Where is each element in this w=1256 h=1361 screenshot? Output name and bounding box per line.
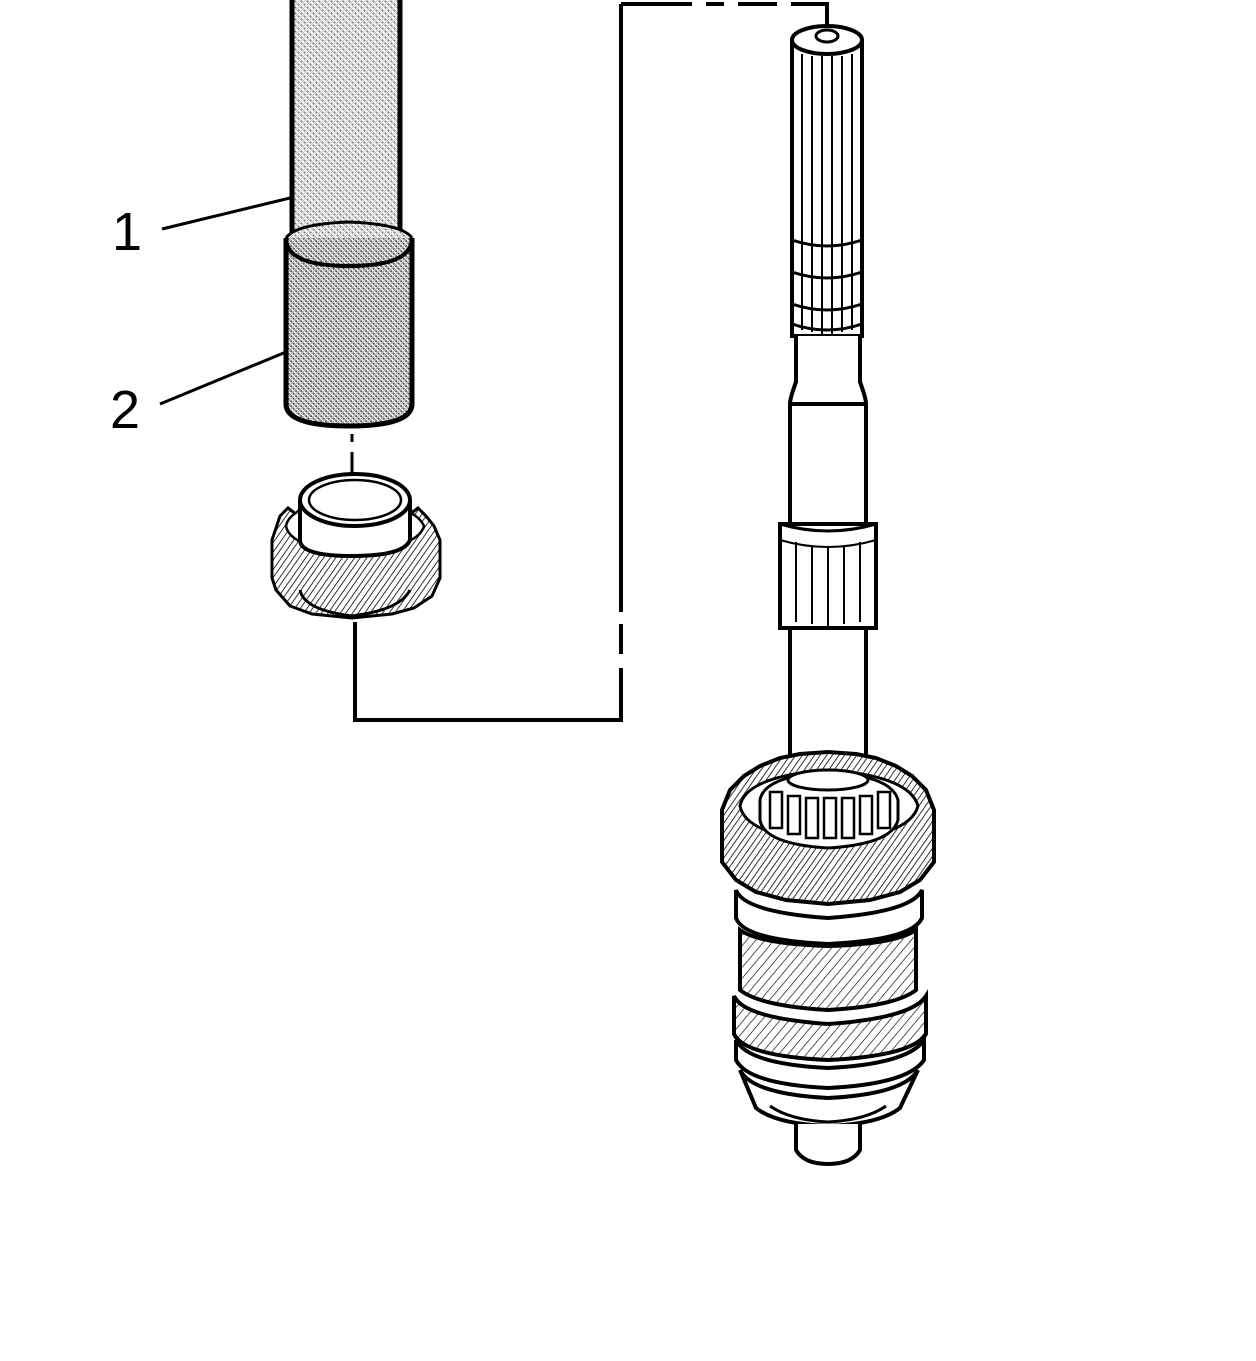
installer-tool-shaft — [289, 0, 403, 246]
mainshaft-splined-hub — [778, 522, 878, 630]
transmission-mainshaft — [720, 24, 936, 1167]
mainshaft-gear-cluster — [720, 749, 936, 1167]
assembly-path-connector — [353, 2, 829, 722]
callout-2: 2 — [110, 350, 287, 440]
callout-2-number: 2 — [110, 380, 140, 440]
installer-sleeve — [283, 220, 415, 429]
callout-1: 1 — [112, 196, 291, 262]
callout-1-number: 1 — [112, 202, 142, 262]
callout-2-leader — [159, 350, 287, 406]
callout-1-leader — [161, 196, 291, 231]
gear-with-bushing — [270, 472, 442, 620]
mainshaft-splined-end — [790, 24, 864, 338]
